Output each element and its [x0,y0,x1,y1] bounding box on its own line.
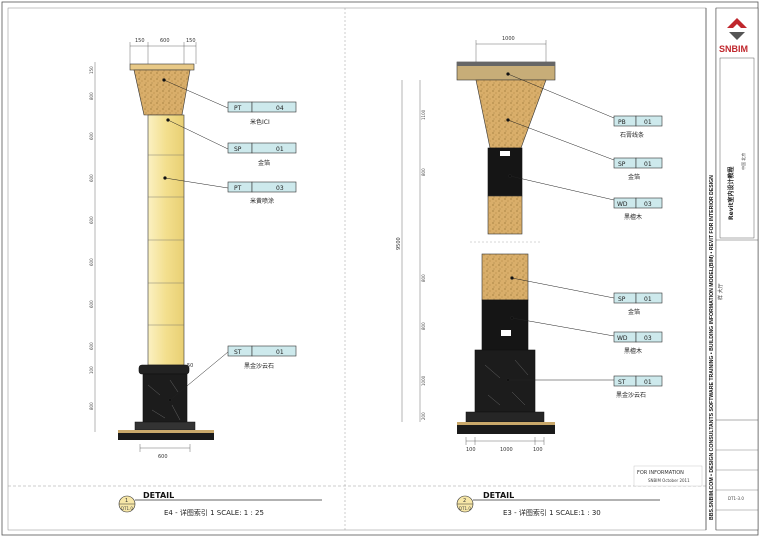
detail-caption: E3 - 详图索引 1 SCALE:1 : 30 [503,508,601,517]
info-label: FOR INFORMATION [637,470,684,476]
tag-code: ST [618,379,626,386]
left-small-dim: 50 [187,363,193,369]
right-bottom-dim-2: 1000 [500,447,513,453]
left-side-dims: 150 800 600 600 600 600 600 600 100 800 [89,66,94,410]
right-tag-4: WD 03 黑檀木 [613,331,663,355]
tag-label: 金箔 [628,173,640,181]
tag-code: SP [618,161,626,168]
marker-number: 1 [125,498,128,504]
left-top-dim-1: 150 [135,38,145,44]
left-side-dim: 100 [89,366,94,374]
project-name: 样 大厅 [717,283,724,300]
right-column [456,61,556,434]
tag-label: 黑金沙云石 [244,362,274,370]
left-side-dim: 800 [89,92,94,100]
left-leaders [162,78,229,402]
left-column [118,63,214,440]
sheet-number: DT1-3.0 [728,496,744,501]
left-dimensions [94,42,197,452]
right-overall-dim: 9500 [396,237,402,250]
right-tag-0: PB 01 石膏线条 [613,115,663,139]
company-logo-text: SNBIM [719,44,748,54]
right-side-dim: 1100 [421,109,426,120]
tag-label: 石膏线条 [620,131,644,139]
tag-label: 金箔 [628,308,640,316]
left-tag-3: ST 01 黑金沙云石 [227,345,297,370]
right-side-dim: 800 [421,322,426,330]
tag-label: 黑金沙云石 [616,391,646,399]
detail-title: DETAIL [143,491,174,500]
left-side-dim: 600 [89,300,94,308]
left-tag-0: PT 04 米色ICI [227,101,297,126]
right-tag-3: SP 01 金箔 [613,292,663,316]
left-side-dim: 600 [89,174,94,182]
right-tag-1: SP 01 金箔 [613,157,663,181]
left-tag-1: SP 01 金箔 [227,142,297,167]
tag-num: 01 [276,349,284,356]
left-side-dim: 600 [89,216,94,224]
right-tag-2: WD 03 黑檀木 [613,197,663,221]
marker-number: 2 [463,498,466,504]
right-tag-5: ST 01 黑金沙云石 [613,375,663,399]
tag-label: 黑檀木 [624,347,642,355]
left-side-dim: 600 [89,342,94,350]
right-side-dim: 800 [421,168,426,176]
right-dimensions [401,40,547,445]
tag-num: 01 [644,296,652,303]
left-tag-2: PT 03 米黄喷涂 [227,181,297,205]
tag-code: ST [234,349,242,356]
right-bottom-dim-3: 100 [533,447,543,453]
detail-caption: E4 - 详图索引 1 SCALE: 1 : 25 [164,508,264,517]
right-side-dims: 1100 800 800 800 1000 200 [421,109,426,420]
tag-label: 金箔 [258,159,270,167]
right-side-dim: 800 [421,274,426,282]
tag-code: WD [617,335,628,342]
marker-sheet: DT1.0 [121,506,133,511]
tag-num: 03 [276,185,284,192]
info-sub: SNBIM October 2011 [648,478,690,483]
course-sub: 中国 北京 [740,153,746,170]
marker-sheet: DT1.0 [459,506,471,511]
left-side-dim: 150 [89,66,94,74]
tag-label: 米黄喷涂 [250,197,274,205]
right-side-dim: 1000 [421,375,426,386]
left-top-dim-3: 150 [186,38,196,44]
title-block: SNBIM Revit室内设计教程 中国 北京 样 大厅 DT1-3.0 BBS… [705,7,759,531]
tag-label: 黑檀木 [624,213,642,221]
left-bottom-dim: 600 [158,454,168,460]
left-top-dim-2: 600 [160,38,170,44]
tag-code: WD [617,201,628,208]
left-side-dim: 800 [89,402,94,410]
tag-num: 03 [644,201,652,208]
right-leaders [506,72,615,382]
left-detail-marker: 1 DT1.0 DETAIL E4 - 详图索引 1 SCALE: 1 : 25 [118,491,322,517]
right-top-dim: 1000 [502,36,515,42]
tag-code: PB [618,119,626,126]
left-side-dim: 600 [89,258,94,266]
vertical-title: BBS.SNBIM.COM • DESIGN CONSULTANTS SOFTW… [709,175,715,520]
tag-code: SP [618,296,626,303]
info-stamp: FOR INFORMATION SNBIM October 2011 [633,465,703,487]
tag-label: 米色ICI [250,118,270,126]
tag-num: 01 [644,161,652,168]
left-side-dim: 600 [89,132,94,140]
tag-num: 01 [644,119,652,126]
right-bottom-dim-1: 100 [466,447,476,453]
tag-code: PT [234,185,242,192]
tag-num: 01 [644,379,652,386]
tag-num: 01 [276,146,284,153]
course-title: Revit室内设计教程 [727,166,735,220]
tag-code: PT [234,105,242,112]
detail-title: DETAIL [483,491,514,500]
right-side-dim: 200 [421,412,426,420]
tag-num: 03 [644,335,652,342]
tag-code: SP [234,146,242,153]
snbim-logo-icon [727,18,747,40]
tag-num: 04 [276,105,284,112]
right-detail-marker: 2 DT1.0 DETAIL E3 - 详图索引 1 SCALE:1 : 30 [456,491,660,517]
